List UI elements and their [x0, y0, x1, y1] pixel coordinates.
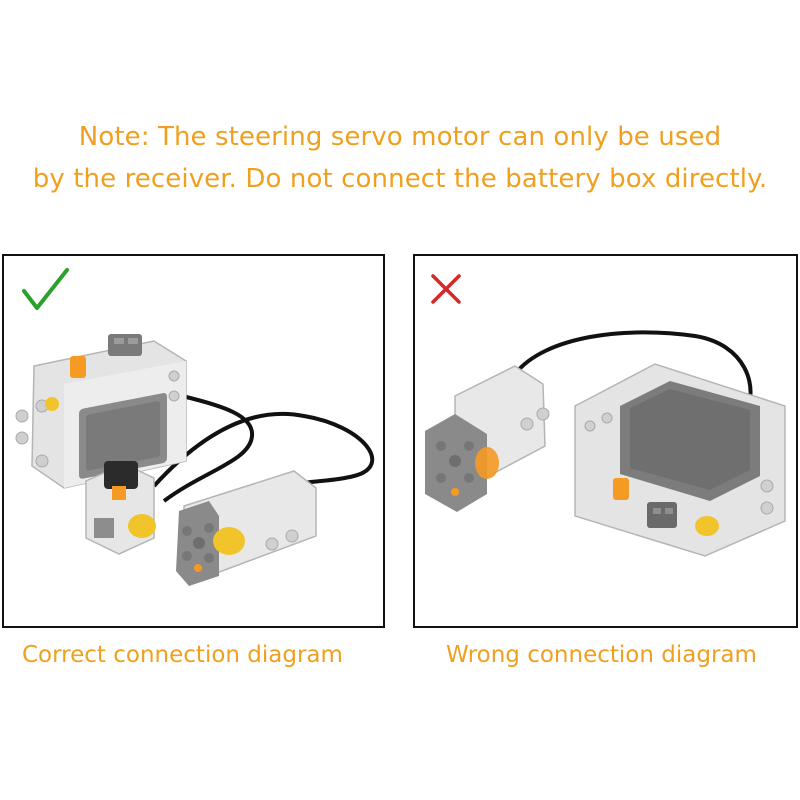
- servo-motor: [425, 365, 550, 512]
- receiver: [85, 461, 156, 555]
- servo-motor: [176, 470, 317, 586]
- battery-box: [574, 363, 786, 557]
- wrong-diagram-illustration: [425, 274, 786, 557]
- wrong-diagram-caption: Wrong connection diagram: [446, 642, 757, 668]
- battery-box: [15, 334, 187, 489]
- note-line-1: Note: The steering servo motor can only …: [78, 122, 722, 152]
- cable: [152, 411, 375, 498]
- correct-diagram-panel: [2, 254, 385, 628]
- cross-icon: [431, 274, 461, 304]
- correct-diagram-illustration: [15, 268, 375, 586]
- check-icon: [22, 268, 69, 310]
- correct-diagram-caption: Correct connection diagram: [22, 642, 343, 668]
- cable: [162, 394, 255, 503]
- note-text: Note: The steering servo motor can only …: [0, 116, 800, 200]
- wrong-diagram-panel: [413, 254, 798, 628]
- note-line-2: by the receiver. Do not connect the batt…: [32, 164, 768, 194]
